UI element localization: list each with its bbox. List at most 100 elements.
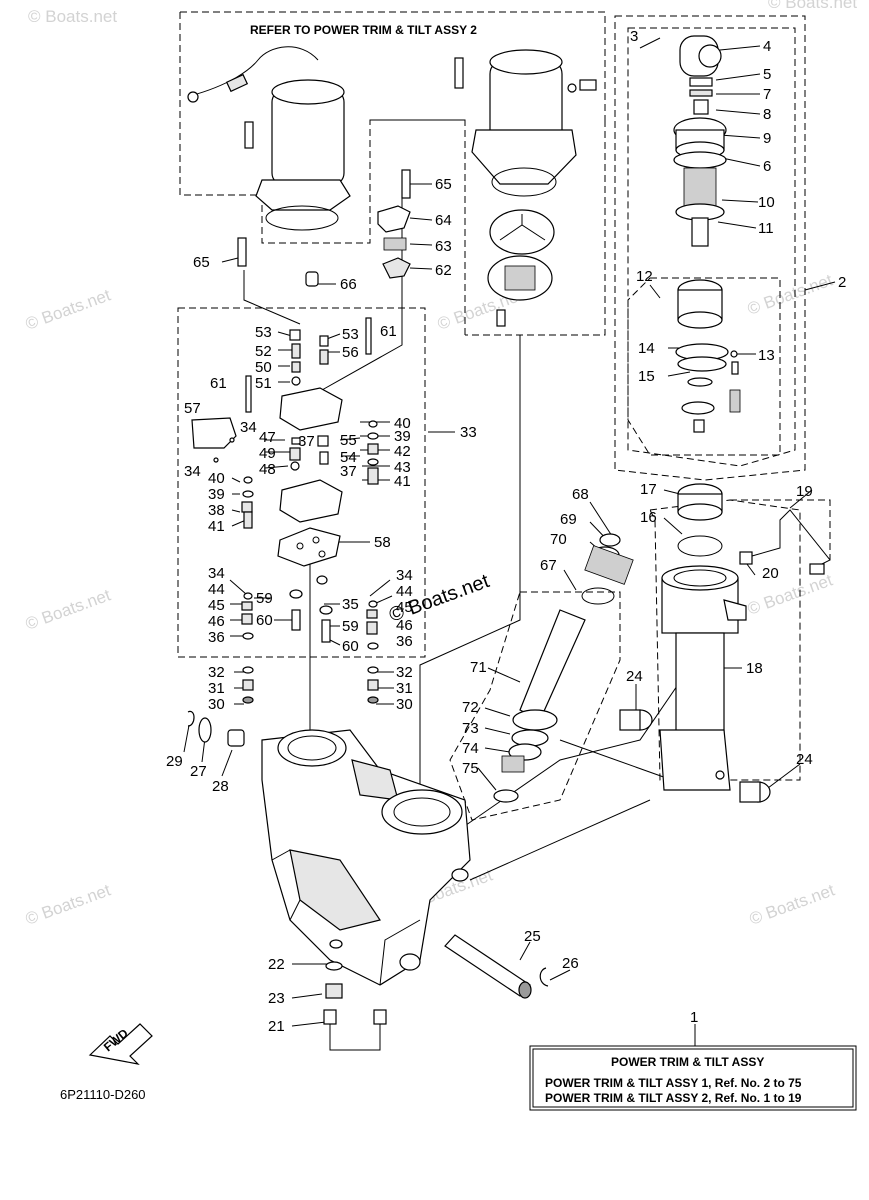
callout: 60 <box>256 612 273 629</box>
callout: 11 <box>758 220 774 237</box>
callout: 61 <box>380 323 397 340</box>
callout: 28 <box>212 778 229 795</box>
diagram-code: 6P21110-D260 <box>60 1087 146 1102</box>
callout: 51 <box>255 375 272 392</box>
upper-cylinder-parts <box>673 35 727 247</box>
callout: 41 <box>394 473 411 490</box>
callout: 14 <box>638 340 655 357</box>
callout: 53 <box>255 324 272 341</box>
callout: 72 <box>462 699 479 716</box>
callout: 43 <box>394 459 411 476</box>
tilt-cylinder <box>619 483 831 803</box>
watermark: © Boats.net <box>23 585 113 633</box>
callout: 62 <box>435 262 452 279</box>
callout: 6 <box>763 158 771 175</box>
callout: 47 <box>259 429 276 446</box>
callout: 17 <box>640 481 657 498</box>
callout: 34 <box>396 567 413 584</box>
callout: 59 <box>342 618 359 635</box>
legend-line-1: POWER TRIM & TILT ASSY 1, Ref. No. 2 to … <box>545 1076 802 1090</box>
callout: 52 <box>255 343 272 360</box>
callout: 18 <box>746 660 763 677</box>
callout: 65 <box>193 254 210 271</box>
watermark: © Boats.net <box>28 7 117 26</box>
callout: 10 <box>758 194 775 211</box>
watermark: © Boats.net <box>745 570 835 618</box>
tilt-ram <box>493 533 634 803</box>
callout: 34 <box>240 419 257 436</box>
watermark: © Boats.net <box>747 880 837 928</box>
callout: 2 <box>838 274 846 291</box>
legend-title: POWER TRIM & TILT ASSY <box>611 1055 764 1069</box>
callout: 70 <box>550 531 567 548</box>
callout: 63 <box>435 238 452 255</box>
callout: 54 <box>340 449 357 466</box>
piston-parts-12 <box>675 279 741 433</box>
callout: 30 <box>396 696 413 713</box>
callout: 53 <box>342 326 359 343</box>
callout: 16 <box>640 509 657 526</box>
callout: 3 <box>630 28 638 45</box>
callout: 40 <box>394 415 411 432</box>
callout: 27 <box>190 763 207 780</box>
callout: 45 <box>208 597 225 614</box>
callout-labels: 4 5 7 8 9 6 10 11 3 2 12 13 14 15 65 64 … <box>166 28 846 1035</box>
callout: 36 <box>208 629 225 646</box>
callout: 48 <box>259 461 276 478</box>
callout: 69 <box>560 511 577 528</box>
refer-note: REFER TO POWER TRIM & TILT ASSY 2 <box>250 23 477 37</box>
callout: 68 <box>572 486 589 503</box>
callout: 8 <box>763 106 771 123</box>
watermark: © Boats.net <box>23 285 113 333</box>
callout: 23 <box>268 990 285 1007</box>
callout: 49 <box>259 445 276 462</box>
callout: 42 <box>394 443 411 460</box>
callout: 46 <box>208 613 225 630</box>
stern-bracket <box>187 710 471 986</box>
callout: 4 <box>763 38 771 55</box>
callout: 66 <box>340 276 357 293</box>
valve-parts-62-65 <box>237 169 411 287</box>
callout: 32 <box>396 664 413 681</box>
callout: 74 <box>462 740 479 757</box>
callout: 75 <box>462 760 479 777</box>
callout: 21 <box>268 1018 285 1035</box>
callout: 39 <box>208 486 225 503</box>
callout: 1 <box>690 1009 698 1026</box>
callout: 59 <box>256 590 273 607</box>
callout: 5 <box>763 66 771 83</box>
callout: 12 <box>636 268 653 285</box>
callout: 44 <box>208 581 225 598</box>
callout: 26 <box>562 955 579 972</box>
callout: 37 <box>340 463 357 480</box>
callout: 56 <box>342 344 359 361</box>
callout: 33 <box>460 424 477 441</box>
tilt-motor-right <box>454 49 597 327</box>
callout: 34 <box>208 565 225 582</box>
callout: 73 <box>462 720 479 737</box>
callout: 22 <box>268 956 285 973</box>
tilt-motor-left <box>187 46 351 231</box>
watermark: © Boats.net <box>23 880 113 928</box>
callout: 45 <box>396 599 413 616</box>
callout: 60 <box>342 638 359 655</box>
callout: 57 <box>184 400 201 417</box>
callout: 38 <box>208 502 225 519</box>
callout: 35 <box>342 596 359 613</box>
pins-and-plugs <box>323 934 549 1051</box>
callout: 44 <box>396 583 413 600</box>
callout: 71 <box>470 659 487 676</box>
callout: 29 <box>166 753 183 770</box>
callout: 24 <box>626 668 643 685</box>
callout: 32 <box>208 664 225 681</box>
callout: 25 <box>524 928 541 945</box>
callout: 20 <box>762 565 779 582</box>
legend-box: POWER TRIM & TILT ASSY POWER TRIM & TILT… <box>529 1045 857 1111</box>
callout: 41 <box>208 518 225 535</box>
callout: 67 <box>540 557 557 574</box>
callout: 31 <box>208 680 225 697</box>
parts: FWD <box>88 35 831 1065</box>
callout: 9 <box>763 130 771 147</box>
callout: 7 <box>763 86 771 103</box>
